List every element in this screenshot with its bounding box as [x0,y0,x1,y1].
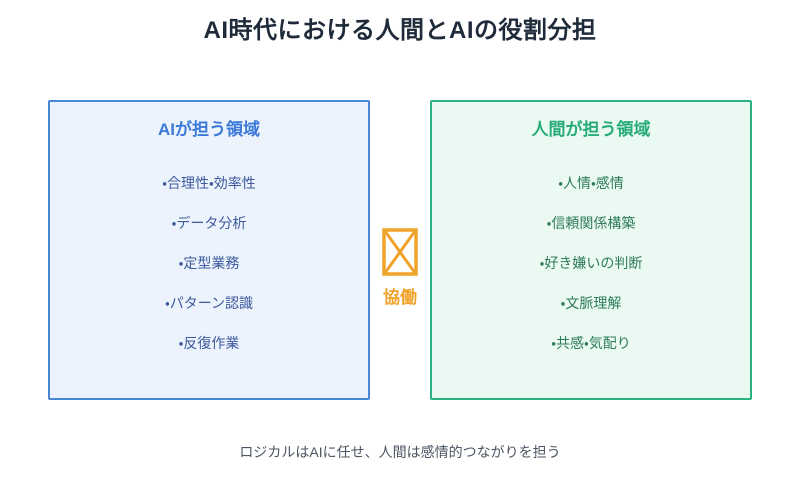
ai-box-item: ・定型業務 [178,255,240,271]
human-box-item-list: ・人情・感情 ・信頼関係構築 ・好き嫌いの判断 ・文脈理解 ・共感・気配り [432,163,750,363]
ai-box-item-list: ・合理性・効率性 ・データ分析 ・定型業務 ・パターン認識 ・反復作業 [50,163,368,363]
ai-box-item: ・合理性・効率性 [162,175,256,191]
ai-domain-box: AIが担う領域 ・合理性・効率性 ・データ分析 ・定型業務 ・パターン認識 ・反… [48,100,370,400]
ai-box-title: AIが担う領域 [158,120,260,139]
collaboration-connector: 協働 [370,228,430,308]
ai-box-item: ・パターン認識 [164,295,254,311]
broken-image-icon [382,228,418,276]
human-domain-box: 人間が担う領域 ・人情・感情 ・信頼関係構築 ・好き嫌いの判断 ・文脈理解 ・共… [430,100,752,400]
collaboration-label: 協働 [383,288,417,307]
footer-caption: ロジカルはAIに任せ、人間は感情的つながりを担う [239,444,561,460]
ai-box-item: ・データ分析 [171,215,247,231]
page-title: AI時代における人間とAIの役割分担 [203,17,597,44]
human-box-item: ・共感・気配り [551,335,631,351]
human-box-item: ・信頼関係構築 [546,215,636,231]
ai-box-item: ・反復作業 [178,335,240,351]
human-box-title: 人間が担う領域 [531,120,651,139]
human-box-item: ・文脈理解 [560,295,622,311]
human-box-item: ・好き嫌いの判断 [539,255,643,271]
human-box-item: ・人情・感情 [558,175,624,191]
